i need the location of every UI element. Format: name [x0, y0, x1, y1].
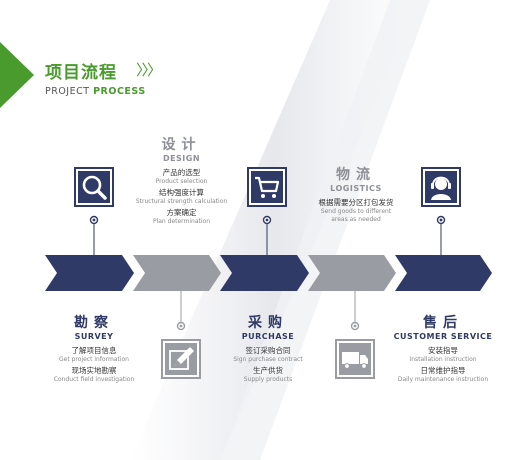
pencil-icon [161, 339, 201, 379]
step-logistics-title-en: LOGISTICS [330, 184, 382, 193]
arrow-segment-survey [45, 255, 134, 291]
step-logistics-title: 物流 [336, 167, 376, 183]
step-survey: 勘察 SURVEY 了解项目信息 Get project information… [39, 315, 149, 386]
step-logistics-line: 根据需要分区打包发货 [318, 198, 394, 207]
step-purchase: 采购 PURCHASE 签订采购合同 Sign purchase contrac… [216, 315, 320, 386]
step-design-line: 结构强度计算 [159, 188, 204, 197]
step-survey-title-en: SURVEY [74, 332, 114, 341]
step-survey-title: 勘察 [74, 315, 114, 331]
arrow-segment-service [395, 255, 492, 291]
step-purchase-title-en: PURCHASE [241, 332, 295, 341]
step-survey-line-en: Get project information [59, 356, 129, 363]
magnifier-icon [74, 167, 114, 207]
step-service-title-en: CUSTOMER SERVICE [393, 332, 493, 341]
delivery-truck-icon [335, 339, 375, 379]
step-service-line-en: Installation instruction [409, 356, 477, 363]
step-design-line: 产品的选型 [162, 168, 201, 177]
step-design-title-en: DESIGN [162, 154, 201, 163]
step-design-line-en: Product selection [155, 178, 208, 185]
step-service-line-en: Daily maintenance instruction [397, 376, 489, 383]
step-design-title: 设计 [161, 137, 202, 153]
step-purchase-title: 采购 [248, 315, 288, 331]
step-design-line: 方案确定 [166, 208, 197, 217]
step-survey-line-en: Conduct field investigation [53, 376, 135, 383]
step-purchase-line-en: Sign purchase contract [233, 356, 303, 363]
step-survey-line: 现场实地勘察 [71, 366, 117, 375]
page-title: 项目流程 [45, 63, 117, 83]
arrow-segment-design [133, 255, 221, 291]
step-logistics-line-en: Send goods to different areas as needed [320, 208, 392, 223]
corner-accent [0, 42, 34, 108]
step-service-line: 安装指导 [428, 346, 458, 355]
step-service: 售后 CUSTOMER SERVICE 安装指导 Installation in… [383, 315, 503, 386]
page-subtitle: PROJECT PROCESS [45, 86, 146, 97]
connector-dots [89, 215, 446, 331]
arrow-segment-purchase [220, 255, 309, 291]
step-design-line-en: Structural strength calculation [135, 198, 228, 205]
step-purchase-line-en: Supply products [243, 376, 293, 383]
step-purchase-line: 生产供货 [253, 366, 283, 375]
shopping-cart-icon [247, 167, 287, 207]
step-logistics: 物流 LOGISTICS 根据需要分区打包发货 Send goods to di… [296, 167, 416, 226]
step-service-line: 日常维护指导 [420, 366, 466, 375]
step-design-line-en: Plan determination [152, 218, 211, 225]
arrow-segment-logistics [308, 255, 396, 291]
headset-agent-icon [421, 167, 461, 207]
step-purchase-line: 签订采购合同 [245, 346, 291, 355]
chevrons-icon: 〉〉〉 [136, 61, 162, 79]
step-design: 设计 DESIGN 产品的选型 Product selection 结构强度计算… [120, 137, 243, 228]
step-survey-line: 了解项目信息 [71, 346, 117, 355]
step-service-title: 售后 [423, 315, 463, 331]
